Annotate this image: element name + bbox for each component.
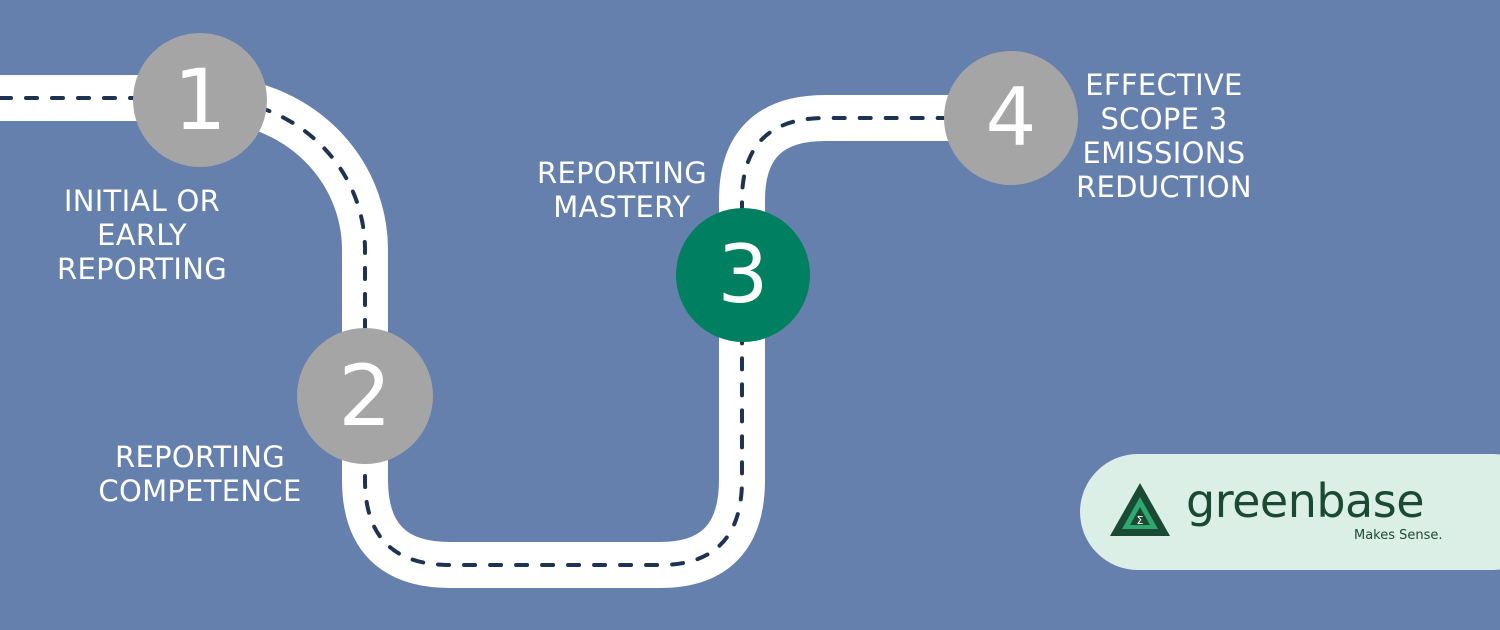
step-2-label: REPORTING COMPETENCE <box>70 440 330 508</box>
step-2-label-line: COMPETENCE <box>98 474 302 508</box>
step-1-label-line: EARLY <box>97 218 187 252</box>
step-3-marker: 3 <box>676 208 810 342</box>
logo-sigma-glyph: Σ <box>1137 514 1144 527</box>
step-3-label-line: MASTERY <box>553 190 691 224</box>
greenbase-triangle-logo-icon: Σ <box>1110 483 1170 536</box>
step-1-label: INITIAL OR EARLY REPORTING <box>36 184 248 286</box>
step-1-label-line: INITIAL OR <box>63 184 221 218</box>
step-2-marker: 2 <box>297 328 433 464</box>
step-2-number: 2 <box>338 347 392 445</box>
step-3-label: REPORTING MASTERY <box>512 156 732 224</box>
logo-wordmark: greenbase <box>1186 474 1425 528</box>
step-4-label-line: EMISSIONS <box>1082 136 1246 170</box>
step-1-label-line: REPORTING <box>57 252 227 286</box>
step-3-number: 3 <box>717 228 769 321</box>
step-4-label: EFFECTIVE SCOPE 3 EMISSIONS REDUCTION <box>1064 68 1264 204</box>
step-4-label-line: REDUCTION <box>1076 170 1252 204</box>
logo-tagline: Makes Sense. <box>1354 528 1443 543</box>
step-1-number: 1 <box>173 51 227 149</box>
step-4-label-line: EFFECTIVE <box>1085 68 1243 102</box>
step-2-label-line: REPORTING <box>115 440 285 474</box>
step-4-label-line: SCOPE 3 <box>1100 102 1228 136</box>
road-dashed-centerline <box>0 96 1012 567</box>
step-3-label-line: REPORTING <box>537 156 707 190</box>
step-4-number: 4 <box>985 71 1037 164</box>
step-1-marker: 1 <box>133 33 267 167</box>
step-4-marker: 4 <box>944 51 1078 185</box>
